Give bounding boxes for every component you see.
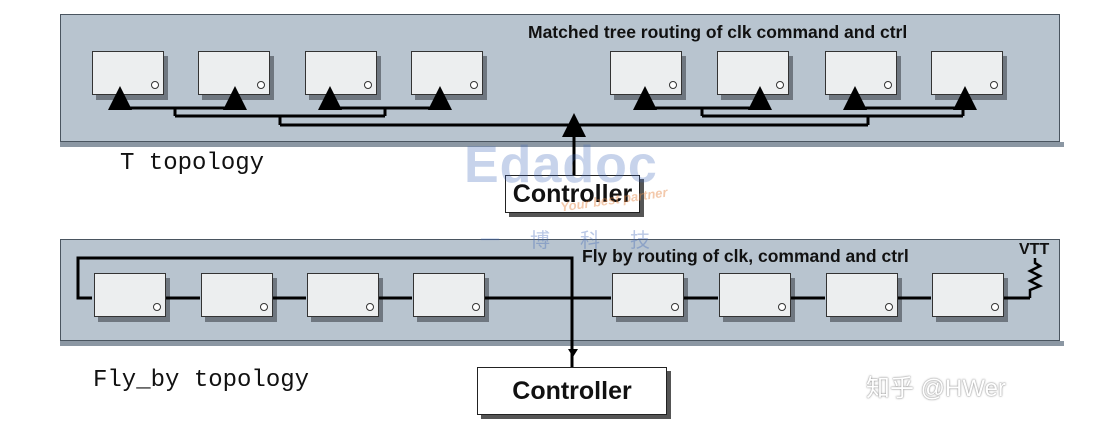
edadoc-watermark-logo: Edadoc — [464, 136, 658, 194]
flyby-topology-label: Fly_by topology — [93, 367, 310, 394]
flyby-topology-controller: Controller — [477, 367, 667, 415]
memory-chip — [94, 273, 166, 317]
memory-chip — [612, 273, 684, 317]
memory-chip — [201, 273, 273, 317]
vtt-label: VTT — [1019, 241, 1050, 258]
flyby-topology-title: Fly by routing of clk, command and ctrl — [582, 246, 909, 266]
zhihu-credit: 知乎 @HWer — [866, 375, 1006, 402]
memory-chip — [610, 51, 682, 95]
t-topology-controller: Controller — [505, 175, 640, 213]
t-topology-board-edge — [60, 142, 1064, 147]
memory-chip — [932, 273, 1004, 317]
memory-chip — [719, 273, 791, 317]
flyby-topology-board-edge — [60, 341, 1064, 346]
memory-chip — [826, 273, 898, 317]
memory-chip — [413, 273, 485, 317]
memory-chip — [307, 273, 379, 317]
t-topology-title: Matched tree routing of clk command and … — [528, 22, 908, 42]
t-topology-label: T topology — [120, 150, 265, 177]
edadoc-watermark-chinese: 一博科技 — [480, 230, 680, 252]
